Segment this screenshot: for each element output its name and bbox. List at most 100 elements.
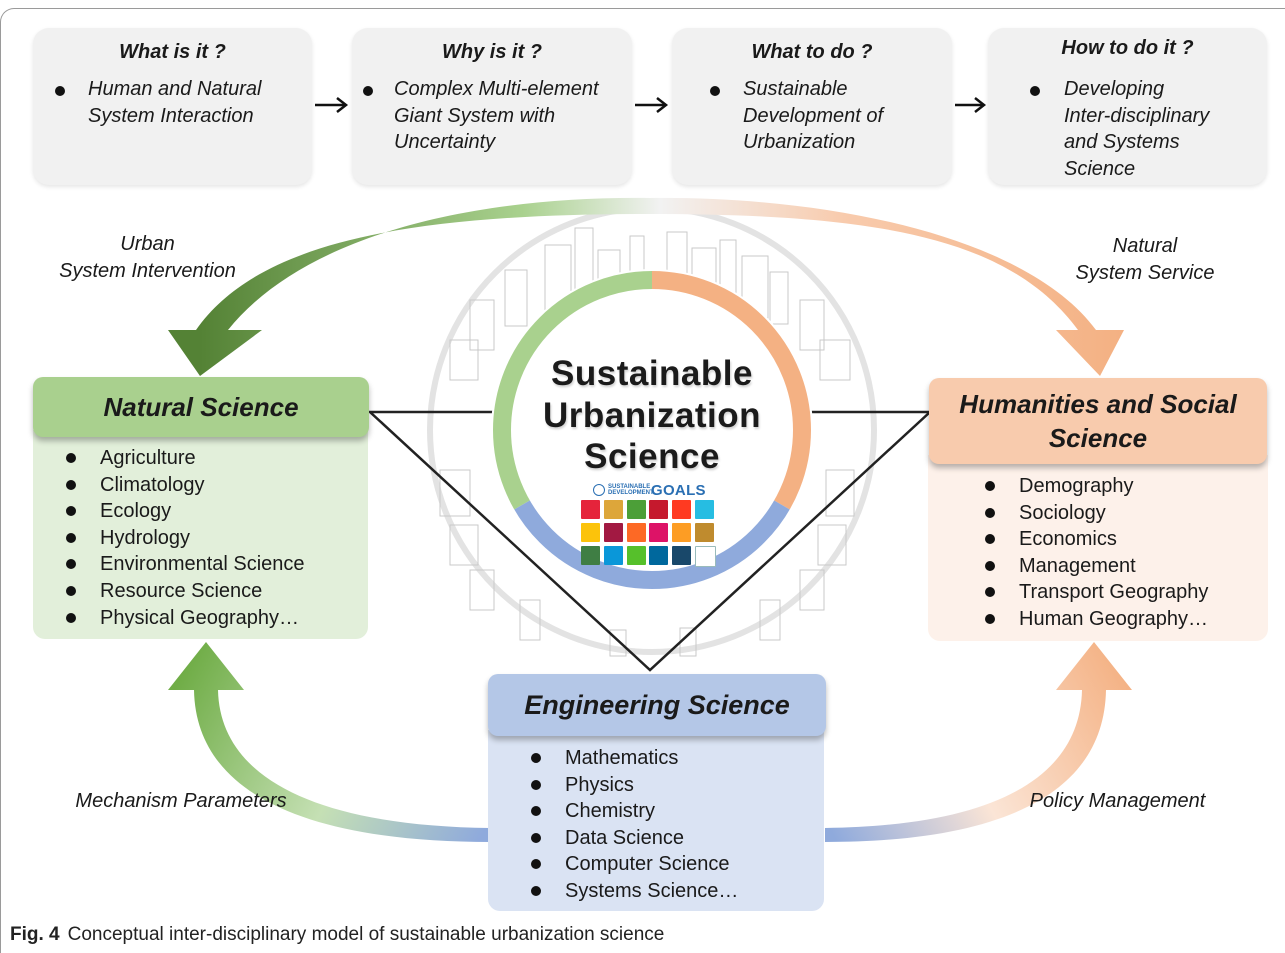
bullet-dot [66, 506, 76, 517]
question-title: What is it ? [119, 41, 226, 63]
question-box-why-is-it: Why is it ? Complex Multi-element Giant … [352, 28, 632, 185]
ring-segment-blue [513, 499, 791, 591]
sdg-goal-tile [603, 546, 623, 565]
arrow-right-2 [635, 97, 669, 113]
engineering-item: Systems Science… [531, 878, 738, 905]
sdg-goal-tile [581, 500, 600, 519]
center-disc [502, 280, 802, 580]
bullet-dot [531, 885, 541, 896]
arc-bottom-left-arrow [168, 642, 490, 842]
engineering-item-label: Computer Science [565, 853, 730, 876]
humanities-item: Demography [985, 473, 1208, 500]
humanities-item-label: Management [1019, 554, 1136, 577]
figure-caption: Fig. 4 Conceptual inter-disciplinary mode… [10, 924, 664, 946]
bullet-dot [985, 481, 995, 491]
natural-item: Climatology [66, 472, 305, 499]
natural-item-label: Hydrology [100, 526, 191, 549]
natural-item-label: Physical Geography… [100, 606, 299, 629]
sdg-goal-tile [649, 500, 669, 519]
engineering-panel [488, 730, 824, 911]
humanities-panel [928, 455, 1268, 641]
humanities-item-label: Economics [1019, 528, 1117, 551]
flow-label-urban-system-intervention: Urban System Intervention [59, 233, 236, 282]
natural-science-title: Natural Science [33, 377, 369, 437]
sdg-goal-tile [695, 500, 714, 519]
question-box-how-to-do-it: How to do it ? Developing Inter-discipli… [988, 28, 1267, 185]
bullet-dot [66, 532, 76, 543]
ring-segment-green [491, 270, 653, 510]
bullet-dot [66, 453, 76, 463]
question-title: Why is it ? [442, 41, 542, 63]
sdg-goal-tile [626, 500, 646, 519]
natural-item-label: Agriculture [100, 447, 196, 469]
bullet-dot [985, 534, 995, 545]
natural-item: Environmental Science [66, 551, 305, 578]
frame-border [0, 8, 1285, 953]
bullet-dot [66, 612, 76, 623]
sdg-goal-tile [672, 546, 692, 565]
bullet-dot [531, 832, 541, 843]
center-title: Sustainable Urbanization Science [543, 354, 761, 476]
sdg-logo-small-text: SUSTAINABLE DEVELOPMENT [608, 484, 654, 496]
humanities-item-label: Human Geography… [1019, 607, 1208, 630]
bullet-dot [363, 86, 373, 96]
flow-label-natural-system-service: Natural System Service [1075, 235, 1215, 284]
sdg-goal-tile [649, 546, 669, 565]
bullet-dot [531, 779, 541, 790]
bullet-dot [985, 613, 995, 624]
sdg-logo-word: GOALS [651, 481, 706, 499]
engineering-item-label: Systems Science… [565, 879, 739, 902]
bullet-dot [985, 560, 995, 571]
bullet-dot [710, 86, 720, 96]
natural-item-label: Climatology [100, 473, 205, 496]
arrow-right-1 [315, 97, 349, 113]
natural-item-label: Ecology [100, 500, 172, 523]
bullet-dot [531, 806, 541, 817]
question-item: Human and Natural System Interaction [88, 78, 262, 127]
sdg-goals-grid [581, 500, 718, 567]
humanities-title: Humanities and Social Science [929, 378, 1267, 464]
question-item: Complex Multi-element Giant System with … [394, 78, 599, 153]
bullet-dot [66, 479, 76, 490]
engineering-item-label: Data Science [565, 826, 684, 849]
caption-label: Fig. 4 [10, 924, 60, 945]
sdg-logo: SUSTAINABLE DEVELOPMENT GOALS [593, 481, 713, 499]
caption-text: Conceptual inter-disciplinary model of s… [67, 924, 665, 945]
sdg-goal-tile [603, 500, 623, 519]
natural-item: Physical Geography… [66, 605, 305, 632]
bullet-dot [531, 753, 541, 763]
question-item: Developing Inter-disciplinary and System… [1064, 78, 1210, 180]
sdg-goal-tile [581, 523, 600, 542]
humanities-item-label: Transport Geography [1019, 581, 1209, 604]
humanities-item: Sociology [985, 500, 1208, 527]
humanities-item-label: Demography [1019, 475, 1134, 497]
question-box-what-to-do: What to do ? Sustainable Development of … [672, 28, 952, 185]
humanities-item-label: Sociology [1019, 501, 1106, 524]
un-globe-icon [593, 484, 605, 496]
arc-bottom-right-arrow [825, 642, 1132, 842]
engineering-title: Engineering Science [488, 674, 826, 736]
sdg-goal-tile [649, 523, 669, 542]
engineering-item: Computer Science [531, 851, 738, 878]
engineering-item: Chemistry [531, 798, 738, 825]
sdg-goal-tile [626, 546, 646, 565]
humanities-item: Economics [985, 526, 1208, 553]
natural-item: Ecology [66, 498, 305, 525]
engineering-item: Data Science [531, 825, 738, 852]
arrow-right-3 [955, 97, 987, 113]
humanities-item: Human Geography… [985, 606, 1208, 633]
natural-item: Hydrology [66, 525, 305, 552]
bullet-dot [66, 585, 76, 596]
sdg-goal-tile [695, 546, 716, 567]
arc-top-left-arrow [168, 197, 650, 376]
bullet-dot [985, 587, 995, 598]
question-item: Sustainable Development of Urbanization [743, 78, 884, 153]
flow-label-policy-management: Policy Management [1029, 790, 1206, 812]
natural-item: Agriculture [66, 445, 305, 472]
bullet-dot [66, 559, 76, 570]
sdg-goal-tile [672, 523, 692, 542]
bullet-dot [55, 86, 65, 96]
engineering-item-label: Physics [565, 773, 634, 796]
